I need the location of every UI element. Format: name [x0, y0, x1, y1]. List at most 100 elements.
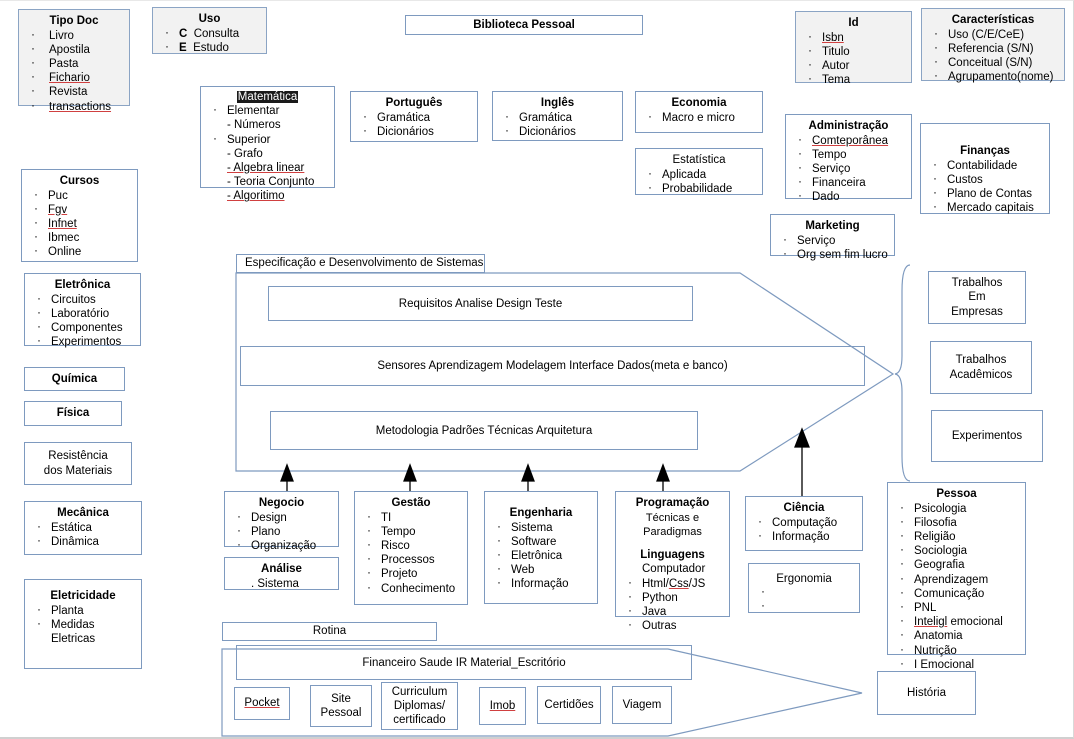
band-metodologia[interactable]: Metodologia Padrões Técnicas Arquitetura [270, 411, 698, 450]
list-item: Estática [25, 518, 141, 535]
list-item: Sociologia [888, 542, 1025, 558]
list-item: Laboratório [25, 305, 140, 321]
chip-label: Curriculum Diplomas/ certificado [392, 685, 448, 728]
chip-curriculum-diplomas[interactable]: Curriculum Diplomas/ certificado [381, 682, 458, 730]
box-label: Trabalhos Em Empresas [951, 276, 1003, 319]
box-marketing[interactable]: Marketing Serviço Org sem fim lucro [770, 214, 895, 261]
box-analise[interactable]: Análise . Sistema [224, 557, 339, 590]
list-item: Plano de Contas [921, 185, 1049, 201]
box-title: Inglês [540, 97, 575, 109]
box-id[interactable]: Id Isbn Titulo Autor Tema [795, 11, 912, 86]
list-item: Sistema [485, 518, 597, 535]
box-historia[interactable]: História [877, 671, 976, 715]
list-item: Autor [796, 57, 911, 73]
band-label: Financeiro Saude IR Material_Escritório [362, 656, 566, 669]
chip-site-pessoal[interactable]: Site Pessoal [310, 685, 372, 727]
box-title: Português [385, 97, 443, 109]
chip-viagem[interactable]: Viagem [612, 686, 672, 724]
list-item: - Algoritimo [227, 190, 285, 203]
box-caracteristicas[interactable]: Características Uso (C/E/CeE) Referencia… [921, 8, 1065, 83]
box-item-list: Design Plano Organização [225, 508, 338, 554]
box-ciencia[interactable]: Ciência Computação Informação [745, 496, 863, 551]
list-item: Dinâmica [25, 533, 141, 549]
list-item: Geografia [888, 556, 1025, 572]
box-eletricidade[interactable]: Eletricidade Planta Medidas Eletricas [24, 579, 142, 669]
box-item-list: Sistema Software Eletrônica Web Informaç… [485, 518, 597, 592]
list-item: Web [485, 561, 597, 577]
list-item: Gramática [493, 108, 622, 125]
box-fisica[interactable]: Física [24, 401, 122, 426]
list-item: Componentes [25, 319, 140, 335]
chip-certidoes[interactable]: Certidões [537, 686, 601, 724]
box-economia[interactable]: Economia Macro e micro [635, 91, 763, 133]
list-item: Infnet [22, 215, 137, 231]
box-ergonomia[interactable]: Ergonomia [748, 563, 860, 613]
list-item: Eletrônica [485, 547, 597, 563]
line-3: Empresas [951, 305, 1003, 318]
list-item: - Números [227, 119, 281, 132]
box-title: Engenharia [509, 507, 573, 519]
list-item: Custos [921, 171, 1049, 187]
box-uso[interactable]: Uso C Consulta E Estudo [152, 7, 267, 54]
box-title: Tipo Doc [49, 15, 99, 27]
list-item: Serviço [786, 160, 911, 176]
list-item: Online [22, 243, 137, 259]
box-trabalhos-academicos[interactable]: Trabalhos Acadêmicos [930, 341, 1032, 394]
list-item: Apostila [19, 41, 129, 57]
chip-imob[interactable]: Imob [479, 687, 526, 725]
box-estatistica[interactable]: Estatística Aplicada Probabilidade [635, 148, 763, 195]
box-administracao[interactable]: Administração Comteporânea Tempo Serviço… [785, 114, 912, 203]
list-item: Filosofia [888, 514, 1025, 530]
box-tipo-doc[interactable]: Tipo Doc Livro Apostila Pasta Fichario R… [18, 9, 130, 113]
box-gestao[interactable]: Gestão TI Tempo Risco Processos Projeto … [354, 491, 468, 605]
line-1: Curriculum [391, 685, 448, 698]
list-item: Medidas [25, 616, 141, 632]
banner-biblioteca-pessoal[interactable]: Biblioteca Pessoal [405, 15, 643, 35]
box-item-list: Livro Apostila Pasta Fichario Revista tr… [19, 26, 129, 114]
box-matematica[interactable]: Matemática Elementar - Números Superior … [200, 86, 335, 202]
list-item: Experimentos [25, 333, 140, 349]
list-item: E Estudo [153, 39, 266, 55]
band-sensores[interactable]: Sensores Aprendizagem Modelagem Interfac… [240, 346, 865, 386]
list-item: Risco [355, 537, 467, 553]
box-title: Ciência [783, 502, 825, 514]
box-negocio[interactable]: Negocio Design Plano Organização [224, 491, 339, 552]
box-portugues[interactable]: Português Gramática Dicionários [350, 91, 478, 142]
list-item: Probabilidade [636, 180, 762, 196]
box-cursos[interactable]: Cursos Puc Fgv Infnet Ibmec Online [21, 169, 138, 262]
box-item-list: Psicologia Filosofia Religião Sociologia… [888, 499, 1025, 672]
chip-label: Site Pessoal [321, 692, 362, 720]
box-title: Id [848, 17, 859, 29]
chip-pocket[interactable]: Pocket [234, 687, 290, 720]
list-item: Tema [796, 71, 911, 87]
tab-especificacao-desenvolvimento[interactable]: Especificação e Desenvolvimento de Siste… [236, 254, 485, 273]
box-title: Mecânica [57, 507, 109, 519]
box-title: Programação [635, 497, 710, 509]
box-trabalhos-empresas[interactable]: Trabalhos Em Empresas [928, 271, 1026, 324]
list-item: Dicionários [351, 123, 477, 139]
line-2: dos Materiais [43, 464, 113, 477]
line-2: Acadêmicos [949, 368, 1013, 381]
box-programacao[interactable]: Programação Técnicas e Paradigmas Lingua… [615, 491, 730, 632]
list-item: Nutrição [888, 642, 1025, 658]
box-mecanica[interactable]: Mecânica Estática Dinâmica [24, 501, 142, 555]
box-experimentos-output[interactable]: Experimentos [931, 410, 1043, 462]
box-ingles[interactable]: Inglês Gramática Dicionários [492, 91, 623, 141]
band-requisitos[interactable]: Requisitos Analise Design Teste [268, 286, 693, 321]
list-item: Dado [786, 188, 911, 204]
box-engenharia[interactable]: Engenharia Sistema Software Eletrônica W… [484, 491, 598, 604]
list-item: Financeira [786, 174, 911, 190]
box-item-list [749, 584, 859, 614]
box-pessoa[interactable]: Pessoa Psicologia Filosofia Religião Soc… [887, 482, 1026, 671]
box-eletronica[interactable]: Eletrônica Circuitos Laboratório Compone… [24, 273, 141, 349]
box-title: Negocio [258, 497, 305, 509]
tab-rotina[interactable]: Rotina [222, 622, 437, 641]
box-financas[interactable]: Finanças Contabilidade Custos Plano de C… [920, 123, 1050, 214]
box-quimica[interactable]: Química [24, 367, 125, 391]
list-item: Java [616, 603, 729, 619]
box-title: Gestão [391, 497, 431, 509]
list-item: Puc [22, 186, 137, 203]
line-1: Site [331, 692, 351, 705]
band-financeiro[interactable]: Financeiro Saude IR Material_Escritório [236, 645, 692, 680]
